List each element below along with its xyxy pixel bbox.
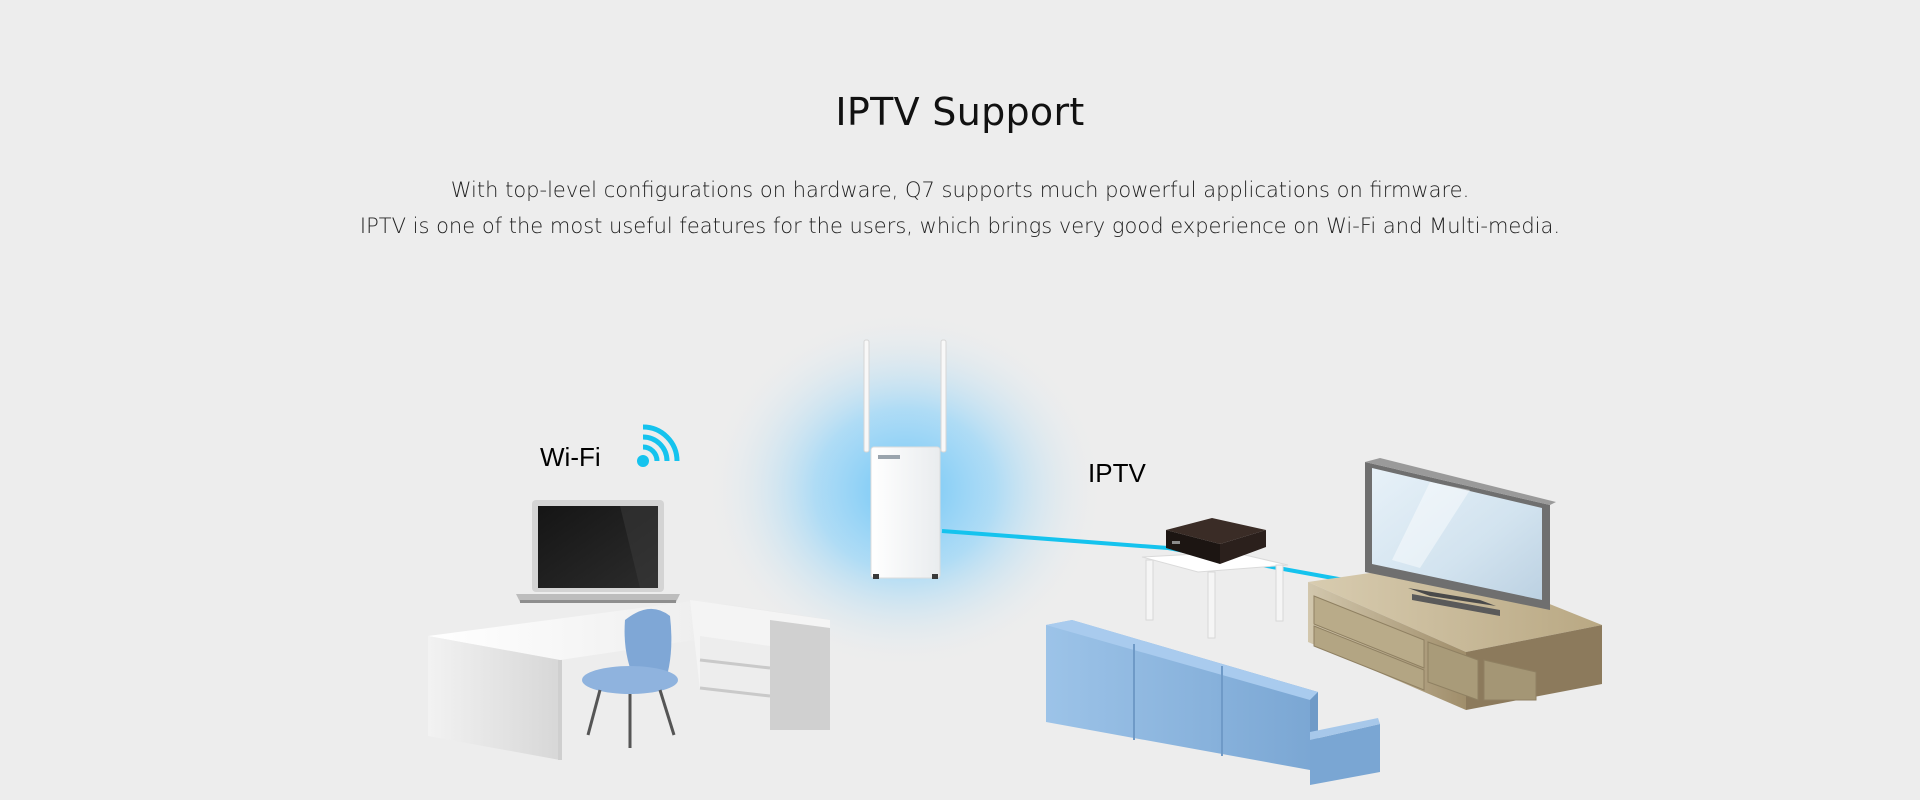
description-line-2: IPTV is one of the most useful features … (359, 214, 1561, 238)
side-table (1141, 551, 1289, 639)
router-device (863, 339, 947, 579)
wifi-label: Wi-Fi (540, 442, 601, 472)
page-title: IPTV Support (835, 90, 1085, 134)
chair (582, 608, 678, 748)
television (1365, 458, 1556, 616)
set-top-box (1166, 518, 1266, 564)
iptv-label: IPTV (1088, 458, 1146, 488)
description-line-1: With top-level configurations on hardwar… (450, 178, 1470, 202)
sofa (1046, 620, 1380, 785)
wifi-signal-icon (637, 424, 680, 467)
laptop (516, 500, 680, 603)
